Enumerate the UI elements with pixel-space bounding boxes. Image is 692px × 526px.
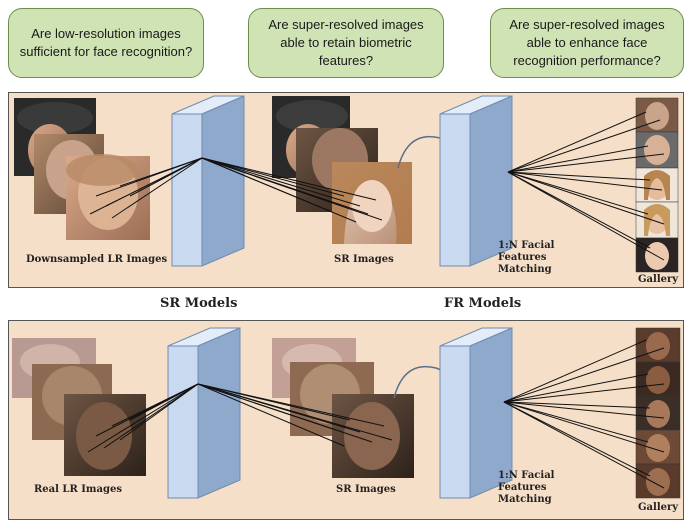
sr-images-label-bottom: SR Images	[336, 484, 396, 495]
question-text-3: Are super-resolved images able to enhanc…	[509, 17, 665, 68]
lr-image-stack-bottom	[12, 338, 146, 476]
gallery-bottom	[635, 327, 681, 499]
question-box-2: Are super-resolved images able to retain…	[248, 8, 444, 78]
fr-to-gallery-lines-top	[507, 111, 665, 261]
sr-image-stack-bottom	[272, 338, 414, 478]
gallery-label-bottom: Gallery	[638, 502, 679, 513]
gallery-top	[635, 97, 679, 273]
sr-model-prism-bottom	[167, 327, 241, 499]
sr-models-label: SR Models	[160, 296, 238, 311]
downsampled-lr-label: Downsampled LR Images	[26, 254, 168, 265]
lr-to-sr-lines-top	[89, 157, 203, 219]
matching-label-bottom-1: 1:N Facial	[498, 470, 555, 481]
sr-model-prism-top	[171, 95, 245, 267]
sr-images-label-top: SR Images	[334, 254, 394, 265]
question-box-1: Are low-resolution images sufficient for…	[8, 8, 204, 78]
fr-model-prism-bottom	[439, 327, 513, 499]
fr-models-label: FR Models	[444, 296, 522, 311]
gallery-label-top: Gallery	[638, 274, 679, 285]
lr-to-sr-lines-bottom	[87, 383, 199, 453]
real-lr-label: Real LR Images	[34, 484, 122, 495]
question-text-1: Are low-resolution images sufficient for…	[19, 26, 193, 59]
fr-model-prism-top	[439, 95, 513, 267]
matching-label-bottom-2: Features	[498, 482, 547, 493]
question-text-2: Are super-resolved images able to retain…	[268, 17, 424, 68]
matching-label-bottom-3: Matching	[498, 494, 552, 505]
lr-image-stack-top	[14, 98, 150, 240]
sr-to-srimg-lines-top	[201, 157, 383, 223]
fr-to-gallery-lines-bottom	[503, 339, 665, 489]
question-box-3: Are super-resolved images able to enhanc…	[490, 8, 684, 78]
matching-label-top-3: Matching	[498, 264, 552, 275]
sr-to-srimg-lines-bottom	[197, 383, 393, 447]
matching-label-top-1: 1:N Facial	[498, 240, 555, 251]
sr-image-stack-top	[272, 96, 412, 244]
matching-label-top-2: Features	[498, 252, 547, 263]
